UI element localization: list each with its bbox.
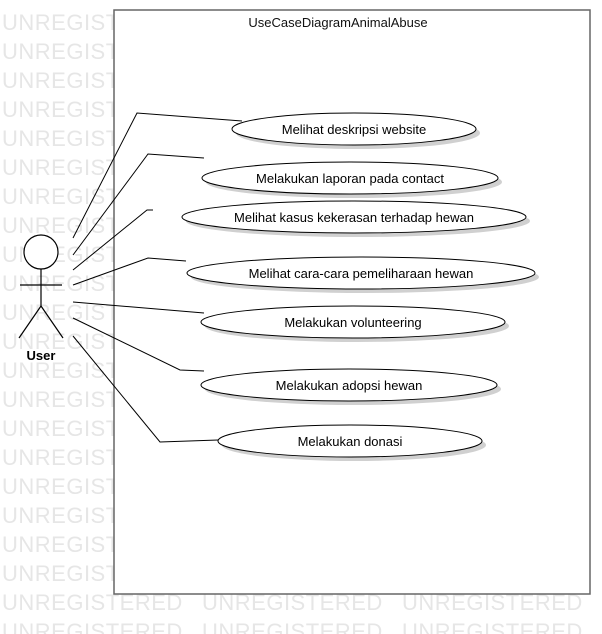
association-line [72,209,153,271]
use-case[interactable]: Melihat deskripsi website [231,112,480,149]
use-case[interactable]: Melakukan adopsi hewan [200,368,501,405]
system-boundary[interactable]: UseCaseDiagramAnimalAbuse [113,9,591,595]
use-case[interactable]: Melihat kasus kekerasan terhadap hewan [181,200,530,237]
use-case-label: Melihat cara-cara pemeliharaan hewan [249,266,474,281]
association-line [72,301,205,314]
use-case-label: Melihat kasus kekerasan terhadap hewan [234,210,474,225]
actor-label: User [27,348,56,363]
use-case-ellipse [181,200,527,234]
use-case-ellipse [231,112,477,146]
use-case[interactable]: Melihat cara-cara pemeliharaan hewan [186,256,539,293]
use-case-label: Melakukan adopsi hewan [276,378,423,393]
use-case-label: Melakukan laporan pada contact [256,171,444,186]
use-case-ellipse [186,256,536,290]
association-line [72,317,205,372]
use-case-label: Melakukan volunteering [284,315,421,330]
association-line [72,257,187,286]
association-line [72,112,243,239]
association-line [72,153,205,256]
actor-right-leg [40,305,64,339]
use-case-label: Melihat deskripsi website [282,122,427,137]
use-case[interactable]: Melakukan laporan pada contact [201,161,502,198]
system-boundary-title: UseCaseDiagramAnimalAbuse [248,15,427,30]
associations [72,112,243,443]
use-case-ellipse [201,161,499,195]
association-line [72,335,219,443]
use-case-ellipse [200,305,506,339]
actor-left-leg [18,305,42,339]
use-case-ellipse [217,424,483,458]
actor-head [23,234,59,270]
use-case[interactable]: Melakukan volunteering [200,305,509,342]
use-case[interactable]: Melakukan donasi [217,424,486,461]
use-case-ellipse [200,368,498,402]
use-case-label: Melakukan donasi [298,434,403,449]
actor-user[interactable]: User [18,234,64,363]
